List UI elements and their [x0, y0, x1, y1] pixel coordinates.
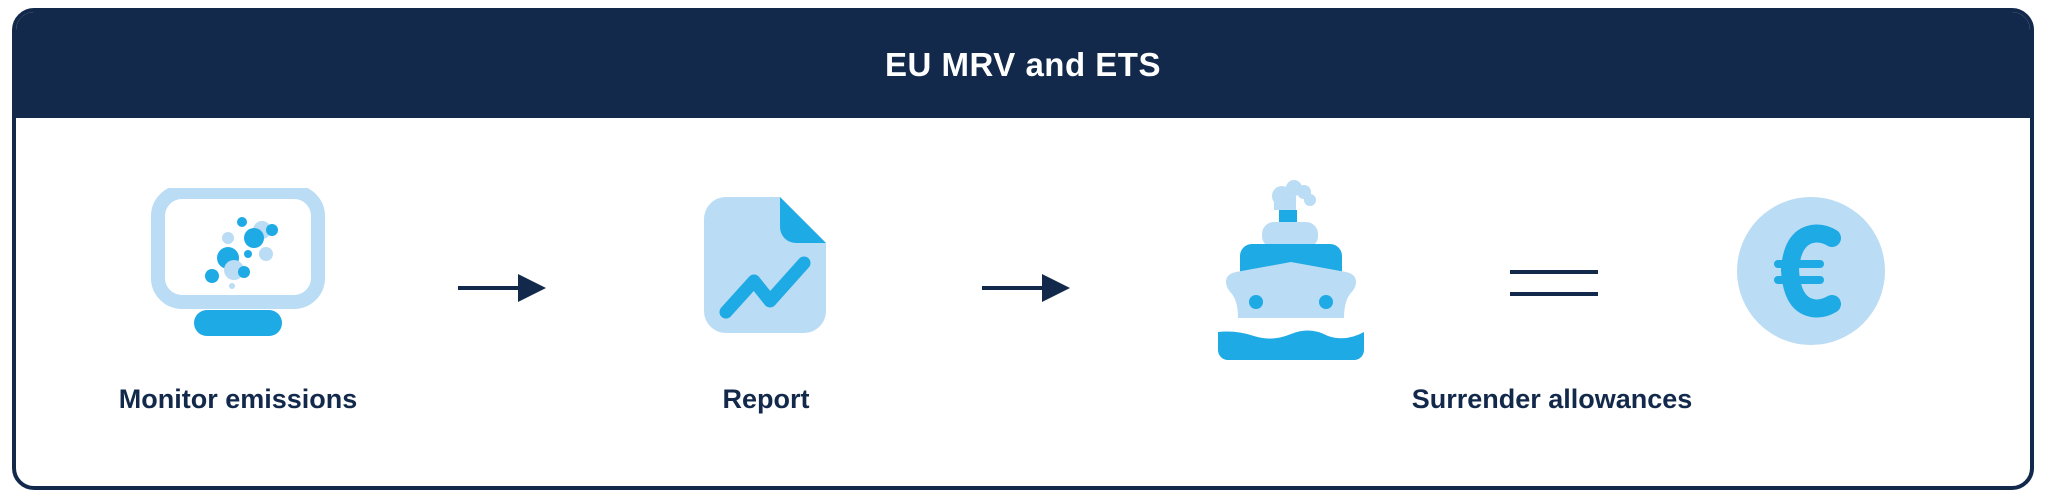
diagram-card: EU MRV and ETS [12, 8, 2034, 490]
report-chart-document-icon [704, 197, 828, 335]
euro-coin-icon [1736, 196, 1886, 346]
monitor-emissions-icon [150, 188, 326, 340]
step-label-monitor-emissions: Monitor emissions [118, 384, 358, 414]
diagram-title: EU MRV and ETS [885, 46, 1161, 83]
step-label-surrender-allowances: Surrender allowances [1411, 384, 1693, 414]
arrow-right-icon [982, 272, 1070, 304]
step-label-report: Report [722, 384, 810, 414]
arrow-right-icon [458, 272, 546, 304]
diagram-header: EU MRV and ETS [16, 12, 2030, 118]
ship-icon [1218, 178, 1364, 360]
equals-icon [1510, 268, 1598, 298]
